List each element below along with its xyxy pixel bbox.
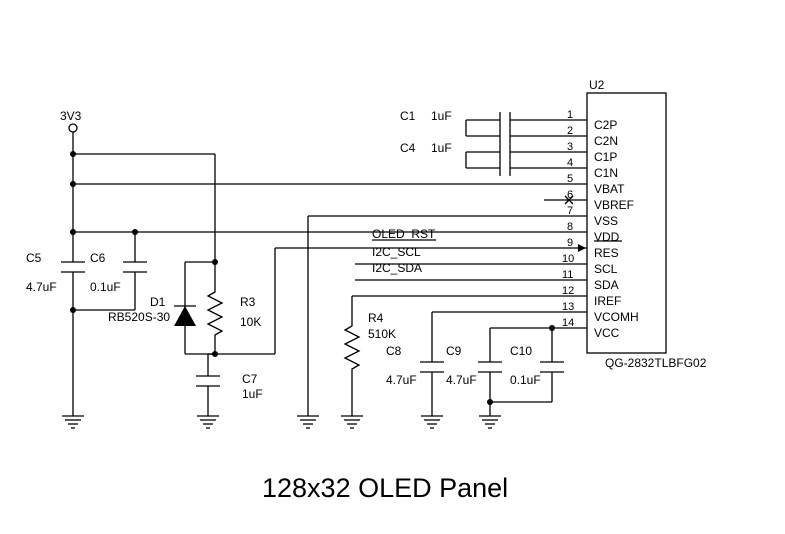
signal-nets: OLED_RST I2C_SCL I2C_SDA: [355, 227, 544, 281]
svg-text:VSS: VSS: [594, 214, 618, 228]
d1-value: RB520S-30: [108, 310, 170, 324]
c1-value: 1uF: [431, 109, 452, 123]
diode-d1: D1 RB520S-30: [108, 295, 196, 326]
chip-body: [586, 92, 667, 354]
r3-value: 10K: [240, 315, 261, 329]
r4-ref: R4: [368, 311, 384, 325]
ground-symbol-1: [62, 415, 84, 429]
svg-text:SDA: SDA: [594, 278, 619, 292]
capacitor-c5: C5 4.7uF: [26, 251, 85, 294]
c7-value: 1uF: [242, 387, 263, 401]
svg-text:1: 1: [567, 109, 573, 121]
svg-text:IREF: IREF: [594, 294, 621, 308]
chip-ref-label: U2: [589, 78, 605, 92]
r4-value: 510K: [368, 327, 396, 341]
svg-text:6: 6: [567, 189, 573, 201]
signal-scl-label: I2C_SCL: [372, 245, 421, 259]
svg-text:VCC: VCC: [594, 326, 620, 340]
svg-text:RES: RES: [594, 246, 619, 260]
c4-value: 1uF: [431, 141, 452, 155]
resistor-r3: R3 10K: [206, 262, 261, 354]
capacitor-c1: C1 1uF: [400, 109, 544, 144]
resistor-r4: R4 510K: [341, 295, 544, 429]
c8-ref: C8: [386, 344, 402, 358]
capacitor-c10: C10 0.1uF: [487, 325, 564, 405]
c5-value: 4.7uF: [26, 280, 57, 294]
vss-net: [297, 215, 544, 429]
ground-symbol-2: [197, 415, 219, 429]
svg-text:12: 12: [562, 285, 574, 297]
chip-u2: U2 QG-2832TLBFG02: [586, 78, 707, 370]
svg-text:VBREF: VBREF: [594, 198, 634, 212]
ground-symbol-vcc: [479, 415, 501, 429]
c9-ref: C9: [446, 344, 462, 358]
c9-value: 4.7uF: [446, 373, 477, 387]
chip-pin-names: C2P C2N C1P C1N VBAT VBREF VSS VDD RES S…: [594, 118, 639, 340]
svg-text:8: 8: [567, 221, 573, 233]
svg-text:VBAT: VBAT: [594, 182, 625, 196]
svg-text:4: 4: [567, 157, 573, 169]
power-label: 3V3: [60, 109, 82, 123]
d1-ref: D1: [150, 295, 166, 309]
capacitor-c9: C9 4.7uF: [446, 327, 544, 416]
svg-text:2: 2: [567, 125, 573, 137]
c6-value: 0.1uF: [90, 280, 121, 294]
c6-ref: C6: [90, 251, 106, 265]
chip-pin-numbers: 1 2 3 4 5 6 7 8 9 10 11 12 13 14: [562, 109, 574, 329]
svg-text:13: 13: [562, 301, 574, 313]
svg-text:VCOMH: VCOMH: [594, 310, 639, 324]
capacitor-c7: C7 1uF: [196, 353, 263, 416]
c10-ref: C10: [510, 344, 532, 358]
svg-text:14: 14: [562, 317, 574, 329]
c1-ref: C1: [400, 109, 416, 123]
c4-ref: C4: [400, 141, 416, 155]
c5-ref: C5: [26, 251, 42, 265]
svg-text:C2P: C2P: [594, 118, 617, 132]
svg-text:C1N: C1N: [594, 166, 618, 180]
diagram-title: 128x32 OLED Panel: [262, 473, 508, 503]
c7-ref: C7: [242, 372, 258, 386]
svg-text:5: 5: [567, 173, 573, 185]
svg-text:SCL: SCL: [594, 262, 618, 276]
signal-rst-label: OLED_RST: [372, 227, 436, 241]
svg-text:3: 3: [567, 141, 573, 153]
c10-value: 0.1uF: [510, 373, 541, 387]
capacitor-c6: C6 0.1uF: [73, 229, 147, 311]
svg-text:11: 11: [562, 269, 573, 281]
c8-value: 4.7uF: [386, 373, 417, 387]
svg-text:C1P: C1P: [594, 150, 617, 164]
svg-text:9: 9: [567, 237, 573, 249]
r3-ref: R3: [240, 295, 256, 309]
svg-text:7: 7: [567, 205, 573, 217]
capacitor-c4: C4 1uF: [400, 141, 544, 176]
svg-text:10: 10: [562, 253, 574, 265]
capacitor-c8: C8 4.7uF: [386, 311, 544, 429]
svg-text:VDD: VDD: [594, 230, 620, 244]
signal-sda-label: I2C_SDA: [372, 261, 422, 275]
svg-text:C2N: C2N: [594, 134, 618, 148]
chip-pin-lines: [544, 119, 622, 329]
chip-part-label: QG-2832TLBFG02: [605, 356, 707, 370]
